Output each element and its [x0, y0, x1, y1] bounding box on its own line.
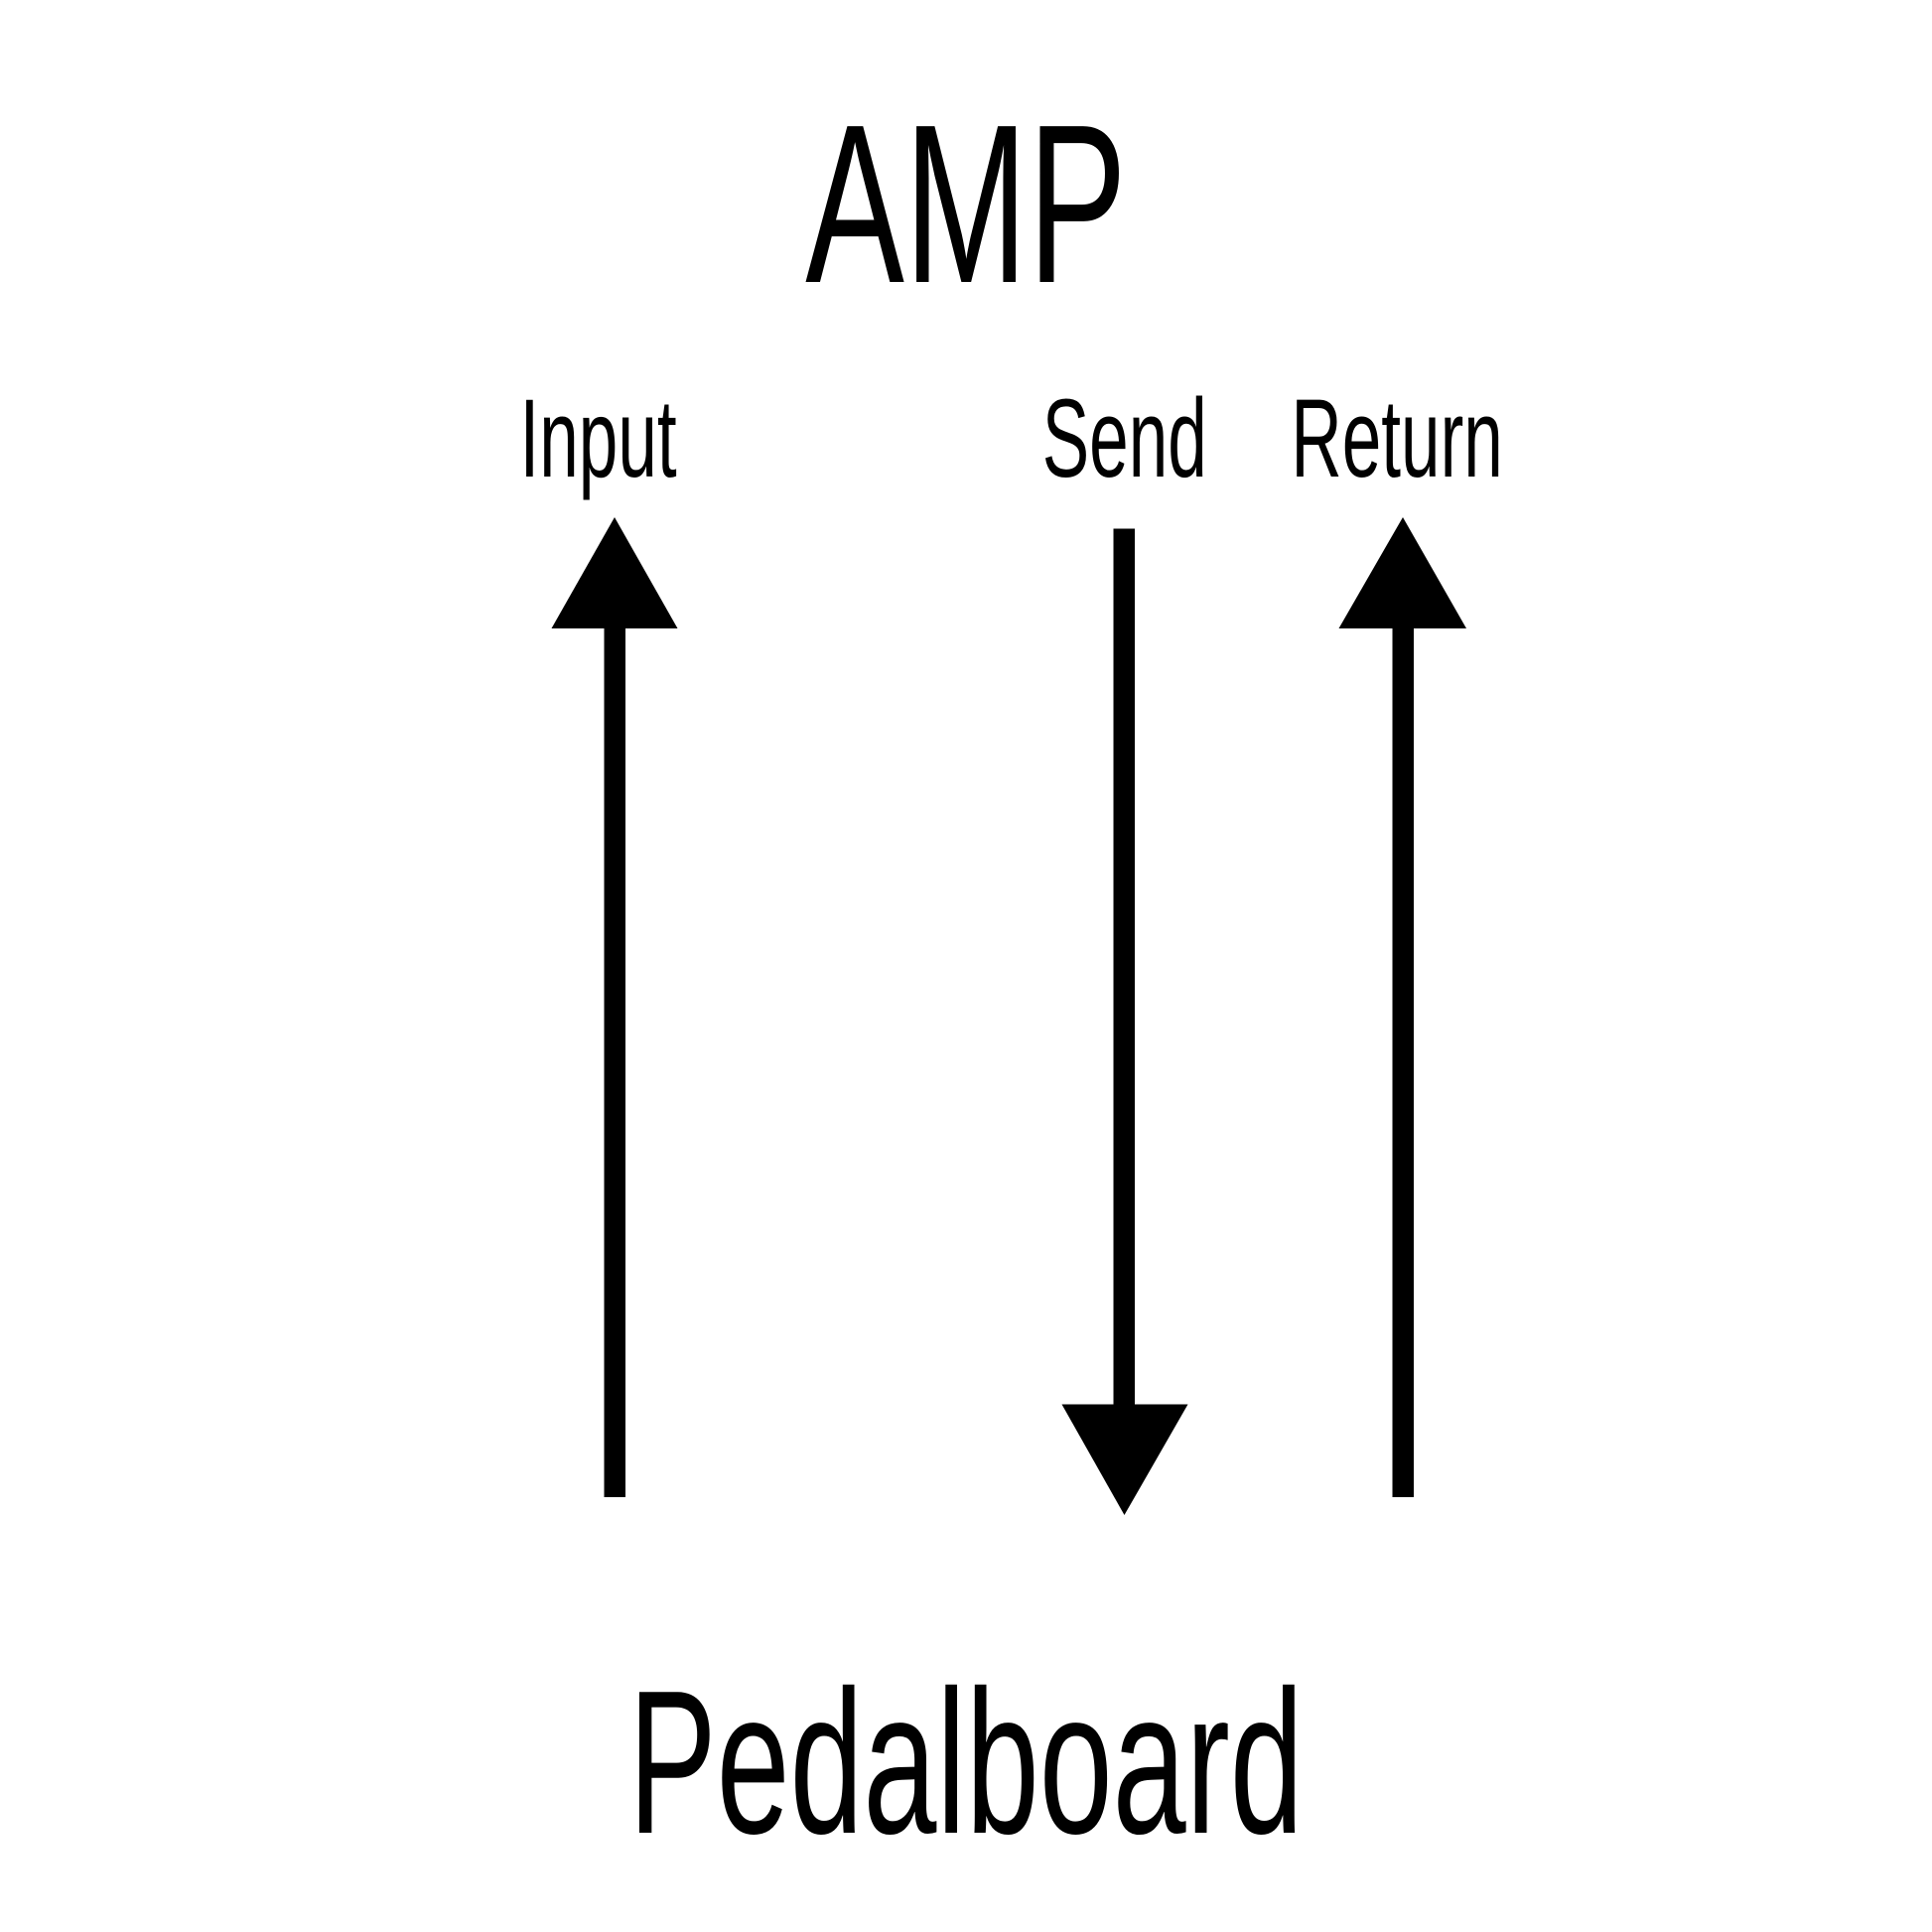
arrow-return-shaft [1392, 616, 1414, 1497]
port-label-return: Return [1198, 383, 1595, 494]
arrow-return [1338, 517, 1466, 1497]
amp-title-text: AMP [805, 78, 1127, 331]
pedalboard-title-text: Pedalboard [628, 1648, 1304, 1876]
arrow-input-shaft [604, 616, 625, 1497]
port-label-input: Input [400, 383, 797, 494]
pedalboard-title: Pedalboard [0, 1660, 1932, 1864]
port-label-return-text: Return [1291, 376, 1503, 500]
port-label-send-text: Send [1041, 376, 1208, 500]
port-label-input-text: Input [519, 376, 678, 500]
arrow-send-shaft [1113, 528, 1135, 1418]
arrow-send-head-icon [1061, 1404, 1188, 1515]
arrow-send [1061, 528, 1188, 1515]
port-label-send: Send [926, 383, 1323, 494]
arrow-input-head-icon [551, 517, 678, 628]
arrow-return-head-icon [1338, 517, 1466, 628]
arrow-input [551, 517, 678, 1497]
amp-title: AMP [0, 91, 1932, 318]
